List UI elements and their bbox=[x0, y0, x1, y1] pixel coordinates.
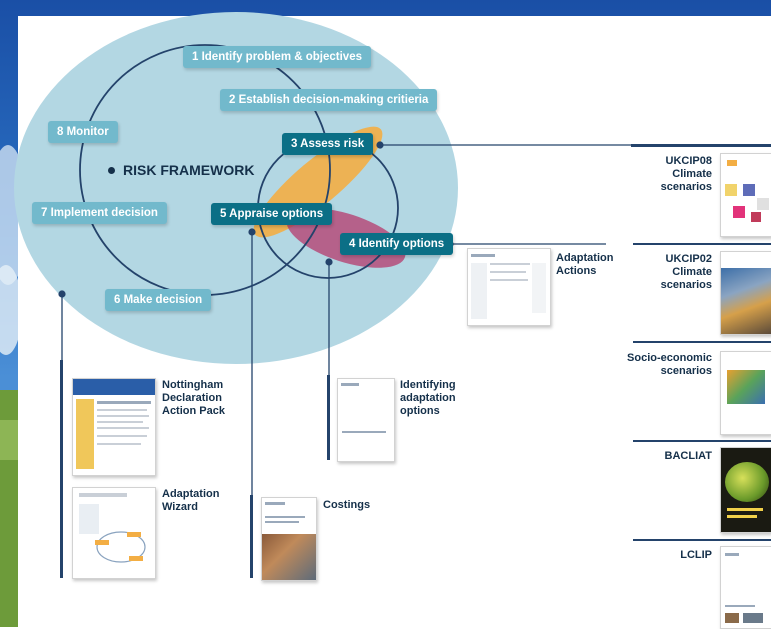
bacliat-separator bbox=[633, 440, 771, 442]
ukcip08-separator bbox=[631, 144, 771, 147]
lclip-label: LCLIP bbox=[680, 549, 712, 561]
bullet-icon bbox=[108, 166, 115, 174]
step-5-appraise-options[interactable]: 5 Appraise options bbox=[211, 203, 333, 225]
bacliat-thumbnail[interactable] bbox=[720, 447, 771, 533]
ukcip02-label: UKCIP02 Climate scenarios bbox=[660, 253, 712, 291]
identifying-options-thumbnail[interactable] bbox=[337, 378, 395, 462]
costings-thumbnail[interactable] bbox=[261, 497, 317, 581]
step-2-decision-criteria[interactable]: 2 Establish decision-making critieria bbox=[220, 89, 438, 111]
costings-bar bbox=[250, 495, 253, 578]
step-3-assess-risk[interactable]: 3 Assess risk bbox=[282, 133, 374, 155]
identifying-options-label: Identifying adaptation options bbox=[400, 379, 456, 417]
socio-separator bbox=[633, 341, 771, 343]
left-resource-bar bbox=[60, 360, 63, 578]
connector-dot bbox=[248, 228, 256, 236]
step-6-make-decision[interactable]: 6 Make decision bbox=[105, 289, 212, 311]
ukcip02-separator bbox=[633, 243, 771, 245]
adaptation-actions-label: Adaptation Actions bbox=[556, 252, 614, 277]
connector-dot bbox=[325, 258, 333, 266]
step-7-implement-decision[interactable]: 7 Implement decision bbox=[32, 202, 167, 224]
adaptation-wizard-label: Adaptation Wizard bbox=[162, 488, 220, 513]
bacliat-label: BACLIAT bbox=[664, 450, 712, 462]
costings-label: Costings bbox=[323, 499, 371, 511]
wizard-cycle-icon bbox=[95, 531, 146, 563]
ukcip08-label: UKCIP08 Climate scenarios bbox=[660, 155, 712, 193]
connector-dot bbox=[58, 290, 66, 298]
ukcip02-thumbnail[interactable] bbox=[720, 251, 771, 335]
ukcip08-thumbnail[interactable] bbox=[720, 153, 771, 237]
step-1-identify-problem[interactable]: 1 Identify problem & objectives bbox=[183, 46, 371, 68]
adaptation-wizard-thumbnail[interactable] bbox=[72, 487, 156, 579]
identifying-bar bbox=[327, 375, 330, 460]
nottingham-thumbnail[interactable] bbox=[72, 378, 156, 476]
adaptation-actions-thumbnail[interactable] bbox=[467, 248, 551, 326]
step-4-identify-options[interactable]: 4 Identify options bbox=[340, 233, 454, 255]
risk-framework-title: RISK FRAMEWORK bbox=[108, 162, 254, 178]
socio-economic-thumbnail[interactable] bbox=[720, 351, 771, 435]
connector-dot bbox=[376, 141, 384, 149]
lclip-separator bbox=[633, 539, 771, 541]
socio-economic-label: Socio-economic scenarios bbox=[627, 352, 712, 377]
risk-framework-label: RISK FRAMEWORK bbox=[123, 162, 255, 178]
nottingham-label: Nottingham Declaration Action Pack bbox=[162, 379, 225, 417]
lclip-thumbnail[interactable] bbox=[720, 546, 771, 629]
step-8-monitor[interactable]: 8 Monitor bbox=[48, 121, 118, 143]
